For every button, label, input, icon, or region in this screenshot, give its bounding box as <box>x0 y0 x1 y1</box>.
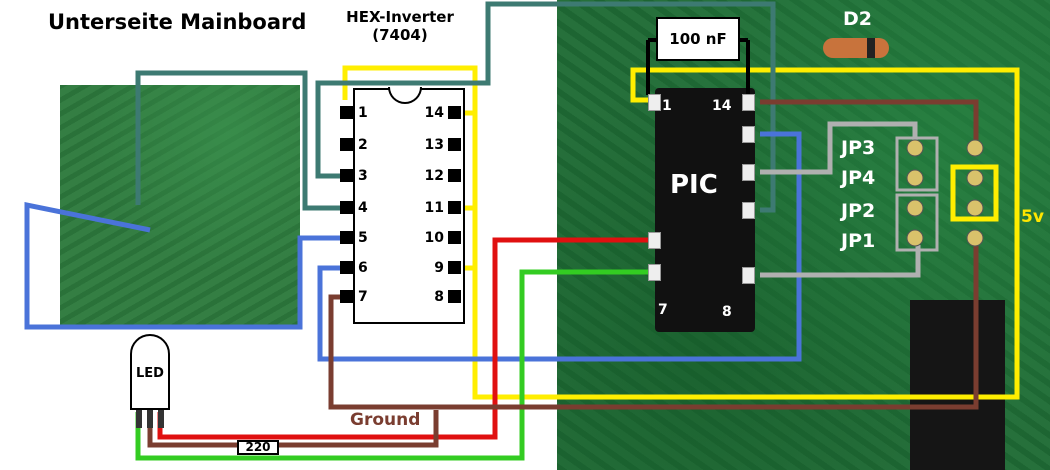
pic-pin-14-label: 14 <box>712 98 732 114</box>
red-wire <box>157 237 648 440</box>
ic-pin-label: 6 <box>358 260 368 276</box>
ic-pin-6 <box>340 261 353 274</box>
pic-pin <box>648 264 661 281</box>
ic-pin-5 <box>340 231 353 244</box>
pic-pin-7-label: 7 <box>658 302 668 318</box>
ic-pin-label: 13 <box>424 137 444 153</box>
capacitor-100nf: 100 nF <box>656 17 740 61</box>
hex-inverter-name: HEX-Inverter <box>346 8 454 26</box>
ic-pin-10 <box>448 231 461 244</box>
page-title: Unterseite Mainboard <box>48 10 307 34</box>
led <box>130 334 170 410</box>
ic-pin-label: 5 <box>358 230 368 246</box>
blue-wire <box>24 131 802 362</box>
ic-pin-7 <box>340 290 353 303</box>
pic-pin <box>742 164 755 181</box>
ic-pin-2 <box>340 138 353 151</box>
pic-chip <box>655 88 755 332</box>
secondary-chip <box>910 300 1005 470</box>
ic-pin-3 <box>340 169 353 182</box>
pic-pin-1-label: 1 <box>662 98 672 114</box>
hex-inverter-part: (7404) <box>372 26 428 44</box>
mainboard-photo-left <box>60 85 300 325</box>
jumper-label-jp1: JP1 <box>841 230 876 252</box>
voltage-label: 5v <box>1021 207 1044 227</box>
led-leg <box>136 410 142 428</box>
ic-pin-label: 14 <box>424 105 444 121</box>
ic-pin-8 <box>448 290 461 303</box>
pic-label: PIC <box>670 170 718 200</box>
jumper-label-jp4: JP4 <box>841 167 876 189</box>
pic-pin <box>648 232 661 249</box>
led-label: LED <box>136 366 164 381</box>
led-leg <box>147 410 153 428</box>
yellow-wire <box>342 65 1020 400</box>
diode-label: D2 <box>843 8 872 30</box>
ic-pin-label: 1 <box>358 105 368 121</box>
pic-pin <box>742 267 755 284</box>
ic-pin-label: 8 <box>434 289 444 305</box>
teal-wire <box>135 1 776 213</box>
ic-pin-12 <box>448 169 461 182</box>
ic-pin-1 <box>340 106 353 119</box>
ic-pin-label: 11 <box>424 200 444 216</box>
ic-pin-label: 12 <box>424 168 444 184</box>
jumper-label-jp3: JP3 <box>841 137 876 159</box>
gray-wire <box>760 121 939 278</box>
ic-pin-11 <box>448 201 461 214</box>
ground-label: Ground <box>350 410 421 430</box>
hex-inverter-title: HEX-Inverter (7404) <box>325 8 475 44</box>
ic-pin-4 <box>340 201 353 214</box>
ic-pin-9 <box>448 261 461 274</box>
ic-pin-label: 4 <box>358 200 368 216</box>
resistor-220: 220 <box>237 440 279 455</box>
green-wire <box>135 269 648 461</box>
pic-pin <box>742 202 755 219</box>
ic-pin-13 <box>448 138 461 151</box>
ic-pin-14 <box>448 106 461 119</box>
pic-pin <box>742 94 755 111</box>
ic-pin-label: 3 <box>358 168 368 184</box>
diode-d2 <box>823 38 889 58</box>
ic-pin-label: 2 <box>358 137 368 153</box>
pic-pin-8-label: 8 <box>722 304 732 320</box>
ic-pin-label: 7 <box>358 289 368 305</box>
jumper-pins <box>906 139 984 247</box>
pic-pin <box>648 94 661 111</box>
led-leg <box>158 410 164 428</box>
capacitor-leads <box>646 38 750 95</box>
jumper-label-jp2: JP2 <box>841 200 876 222</box>
pic-pin <box>742 126 755 143</box>
brown-wire <box>147 99 979 448</box>
ic-pin-label: 9 <box>434 260 444 276</box>
ic-pin-label: 10 <box>424 230 444 246</box>
